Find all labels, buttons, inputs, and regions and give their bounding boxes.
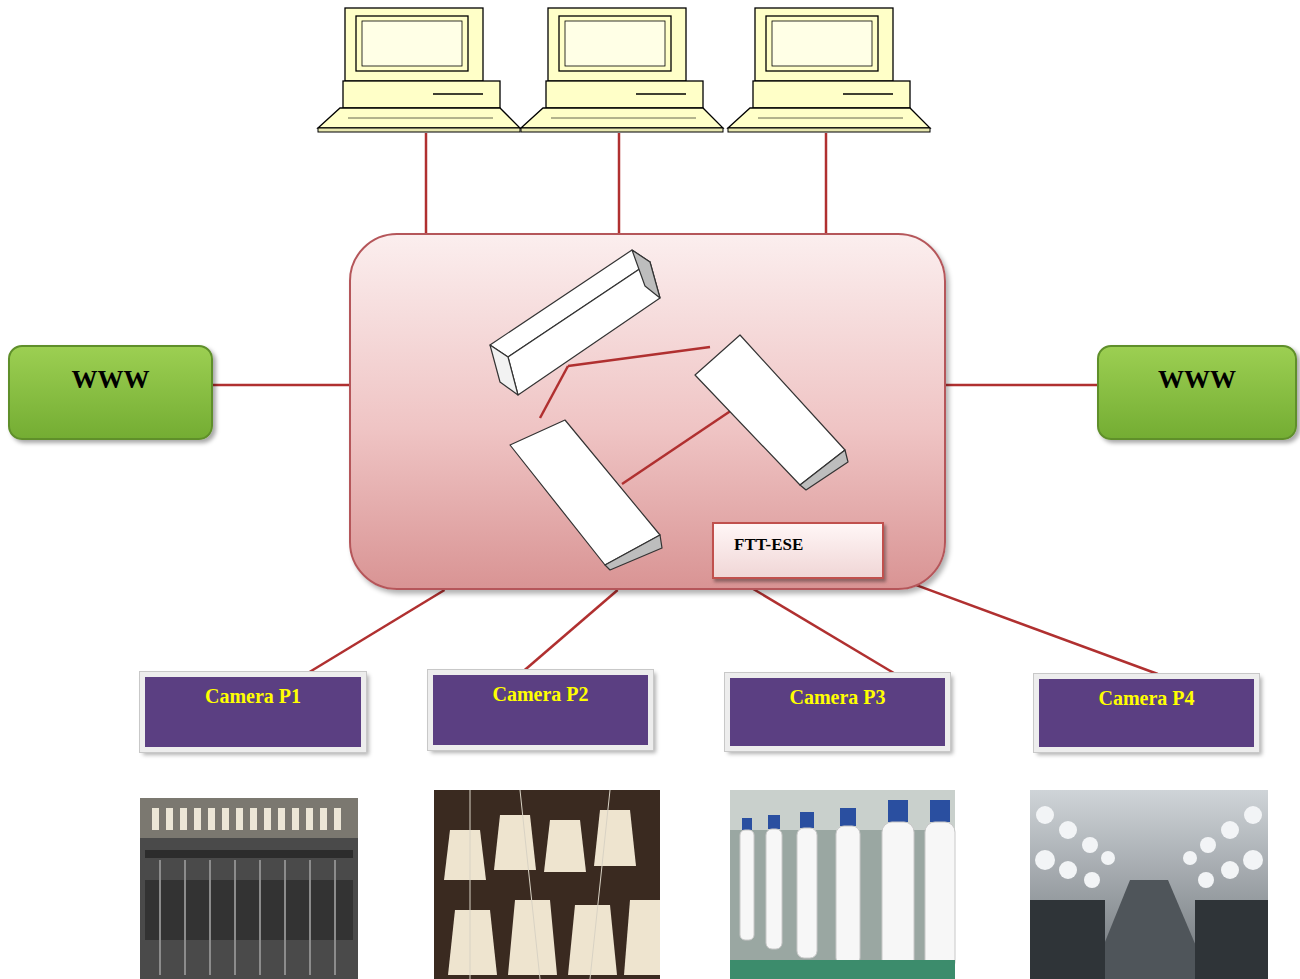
protocol-box: FTT-ESE [712, 522, 884, 579]
computer-icon [521, 8, 723, 132]
photo [140, 798, 358, 979]
camera-box: Camera P1 [140, 672, 366, 752]
node-label: FTT-ESE [734, 535, 803, 555]
wire [618, 133, 621, 233]
connector [946, 384, 1097, 385]
wire [425, 133, 428, 233]
node-label: Camera P4 [1098, 687, 1194, 710]
connector [525, 590, 618, 670]
computer-icon [728, 8, 930, 132]
photo [730, 790, 955, 979]
connector [915, 585, 1158, 674]
connector [213, 384, 349, 385]
camera-box: Camera P3 [725, 673, 950, 751]
node-label: Camera P1 [205, 685, 301, 708]
camera-box: Camera P4 [1034, 674, 1259, 752]
node-label: Camera P2 [492, 683, 588, 706]
photo [434, 790, 660, 979]
photo [1030, 790, 1268, 979]
connector [752, 588, 894, 673]
network-box: WWW [1097, 345, 1297, 440]
computer-icon [318, 8, 520, 132]
switch-network: FTT-ESE [349, 233, 946, 590]
wire [825, 133, 828, 233]
node-label: Camera P3 [789, 686, 885, 709]
connector [310, 590, 445, 672]
node-label: WWW [72, 365, 150, 395]
camera-box: Camera P2 [428, 670, 653, 750]
node-label: WWW [1158, 365, 1236, 395]
network-box: WWW [8, 345, 213, 440]
